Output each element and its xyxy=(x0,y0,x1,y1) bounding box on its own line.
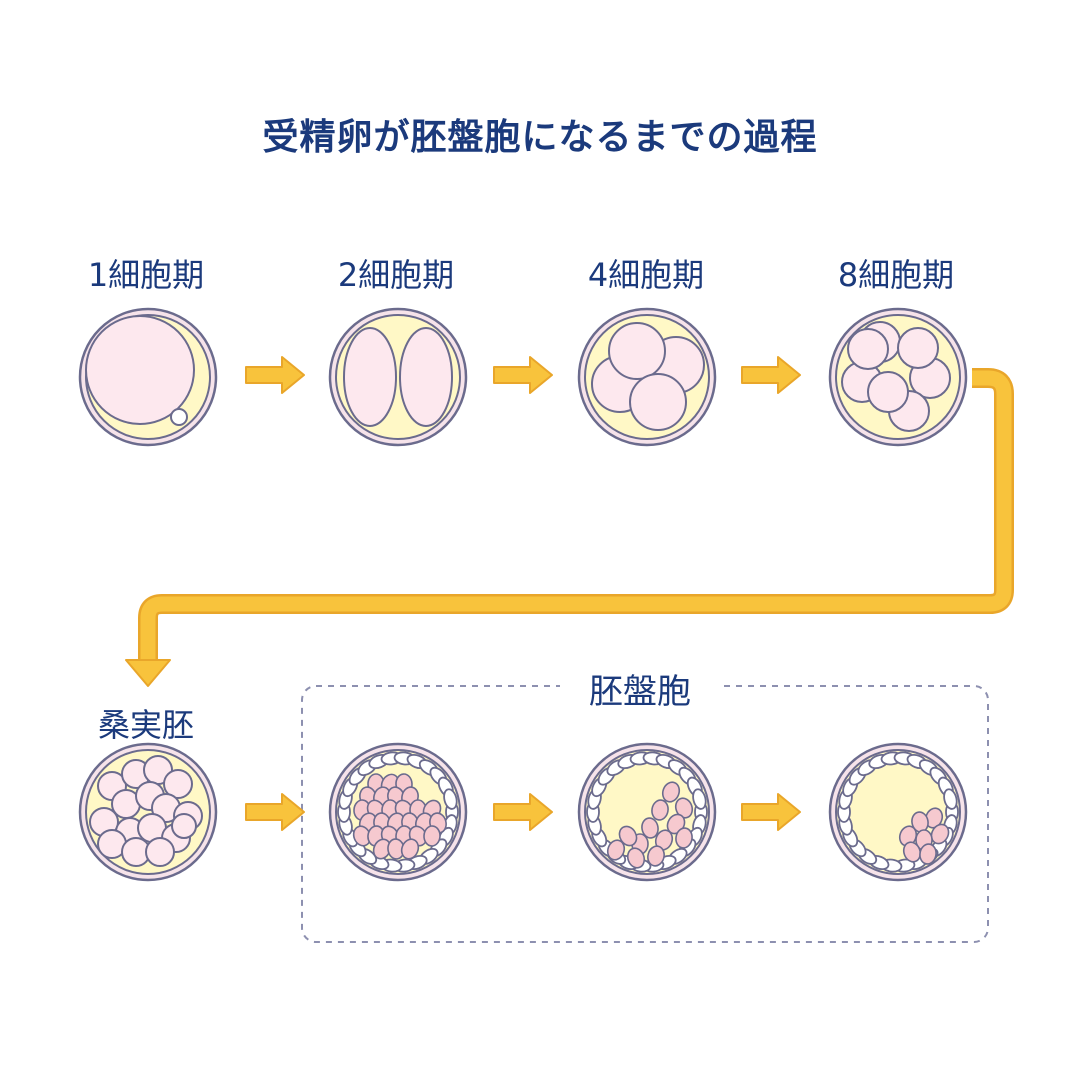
inner-cell-mass-cell xyxy=(651,799,669,821)
trophoblast-cell xyxy=(692,788,707,810)
stage-label-morula: 桑実胚 xyxy=(97,706,194,744)
inner-cell-mass-cell xyxy=(902,841,922,863)
arrow-4-to-8 xyxy=(741,356,801,394)
inner-cell-mass-cell xyxy=(400,838,420,860)
inner-cell-mass-cell xyxy=(626,847,646,869)
inner-cell-mass-cell xyxy=(919,843,937,865)
arrow-blastocyst-1-to-2 xyxy=(493,793,553,831)
trophoblast-cell xyxy=(943,788,958,810)
inner-cell-mass-cell xyxy=(674,797,694,819)
stage-label-2-cell: 2細胞期 xyxy=(337,256,455,294)
stage-label-8-cell: 8細胞期 xyxy=(837,256,955,294)
embryo-blastocyst-mid xyxy=(577,742,717,882)
diagram-title: 受精卵が胚盤胞になるまでの過程 xyxy=(262,117,818,158)
stage-label-4-cell: 4細胞期 xyxy=(587,256,705,294)
embryo-blastocyst-early xyxy=(328,742,468,882)
arrow-2-to-4 xyxy=(493,356,553,394)
trophoblast-cell xyxy=(443,788,458,810)
arrow-morula-to-blastocyst xyxy=(245,793,305,831)
arrow-1-to-2 xyxy=(245,356,305,394)
embryo-1-cell xyxy=(78,307,218,447)
inner-cell-mass-cell xyxy=(423,825,441,847)
blastocyst-group-label: 胚盤胞 xyxy=(560,664,720,713)
inner-cell-mass-cell xyxy=(641,817,659,839)
inner-cell-mass-cell xyxy=(606,839,626,861)
inner-cell-mass-cell xyxy=(661,781,681,803)
inner-cell-mass-cell xyxy=(930,823,950,845)
embryo-2-cell xyxy=(328,307,468,447)
embryo-morula xyxy=(78,742,218,882)
embryo-8-cell xyxy=(828,307,968,447)
inner-cell-mass-cell xyxy=(647,845,665,867)
inner-cell-mass-cell xyxy=(675,827,693,849)
embryo-4-cell xyxy=(577,307,717,447)
connector-arrow xyxy=(125,368,1014,687)
arrow-blastocyst-2-to-3 xyxy=(741,793,801,831)
stage-label-1-cell: 1細胞期 xyxy=(87,256,205,294)
embryo-blastocyst-expanded xyxy=(828,742,968,882)
inner-cell-mass-cell xyxy=(618,825,638,847)
